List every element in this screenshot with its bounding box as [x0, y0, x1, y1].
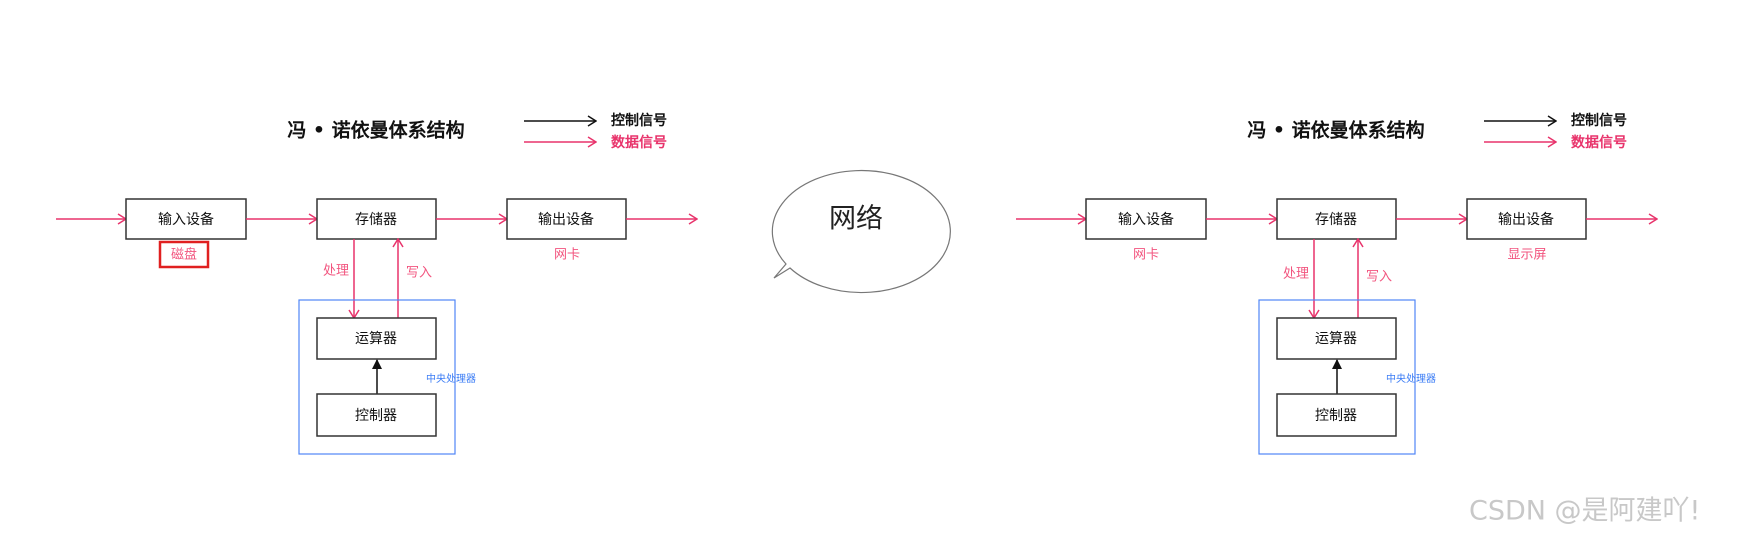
input-device-box: [1085, 198, 1207, 240]
process-label: 处理: [323, 264, 349, 279]
input-device-box: [125, 198, 247, 240]
write-label: 写入: [406, 266, 432, 281]
legend-data-label: 数据信号: [1571, 134, 1627, 151]
alu-label: 运算器: [1315, 331, 1357, 347]
legend-data-label: 数据信号: [611, 134, 667, 151]
output-device-note: 网卡: [554, 248, 580, 263]
output-device-label: 输出设备: [538, 211, 594, 228]
output-device-label: 输出设备: [1498, 211, 1554, 228]
alu-box: [316, 317, 437, 360]
memory-label: 存储器: [355, 212, 397, 228]
input-device-label: 输入设备: [158, 211, 214, 228]
watermark: CSDN @是阿建吖!: [1469, 496, 1700, 527]
memory-label: 存储器: [1315, 212, 1357, 228]
alu-label: 运算器: [355, 331, 397, 347]
cpu-group-box: [1258, 299, 1416, 455]
right-architecture-diagram: 冯 • 诺依曼体系结构 控制信号 数据信号 输入设备 存储器 输出设备 网卡 显…: [1016, 112, 1657, 455]
output-device-note: 显示屏: [1507, 248, 1546, 263]
network-label: 网络: [829, 204, 883, 235]
input-device-note: 网卡: [1133, 248, 1159, 263]
cpu-label: 中央处理器: [426, 372, 476, 385]
controller-label: 控制器: [1315, 408, 1357, 424]
input-device-note: 磁盘: [171, 247, 197, 263]
controller-box: [316, 393, 437, 437]
cpu-group-box: [298, 299, 456, 455]
diagram-title: 冯 • 诺依曼体系结构: [287, 119, 464, 142]
write-label: 写入: [1366, 270, 1392, 285]
output-device-box: [506, 198, 627, 240]
memory-box: [316, 198, 437, 240]
controller-box: [1276, 393, 1397, 437]
network-speech-bubble: 网络: [771, 169, 951, 294]
process-label: 处理: [1283, 267, 1309, 282]
input-device-label: 输入设备: [1118, 211, 1174, 228]
left-architecture-diagram: 冯 • 诺依曼体系结构 控制信号 数据信号 输入设备 存储器 输出设备 磁盘 网…: [56, 112, 697, 455]
controller-label: 控制器: [355, 408, 397, 424]
legend-control-label: 控制信号: [1571, 112, 1627, 129]
memory-box: [1276, 198, 1397, 240]
legend-control-label: 控制信号: [611, 112, 667, 129]
disk-highlight-box: [158, 240, 210, 269]
diagram-title: 冯 • 诺依曼体系结构: [1247, 119, 1424, 142]
cpu-label: 中央处理器: [1386, 372, 1436, 385]
